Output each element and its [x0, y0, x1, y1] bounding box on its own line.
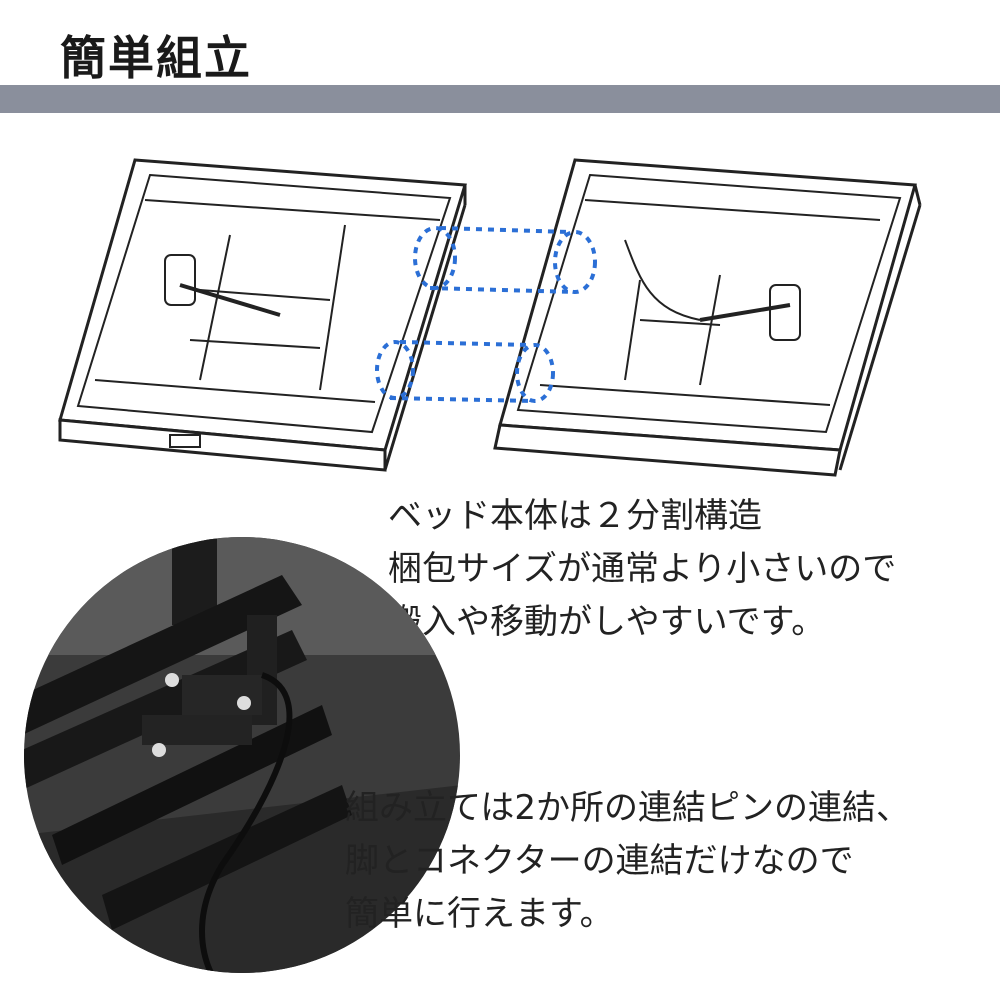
description-line: 脚とコネクターの連結だけなので	[345, 841, 854, 881]
description-line: 梱包サイズが通常より小さいので	[388, 549, 897, 589]
description-line: 簡単に行えます。	[345, 894, 614, 934]
description-line: 組み立ては2か所の連結ピンの連結、	[345, 788, 910, 828]
connector-link-dashes	[375, 226, 597, 403]
bed-frame-right-illustration	[493, 158, 922, 477]
split-structure-description: ベッド本体は２分割構造 梱包サイズが通常より小さいので 搬入や移動がしやすいです…	[388, 490, 988, 649]
bed-frame-left-illustration	[58, 158, 467, 472]
description-line: 搬入や移動がしやすいです。	[388, 602, 826, 642]
page-title: 簡単組立	[60, 31, 252, 85]
connector-closeup-photo	[24, 537, 460, 973]
assembly-description: 組み立ては2か所の連結ピンの連結、 脚とコネクターの連結だけなので 簡単に行えま…	[345, 782, 995, 941]
assembly-diagram	[58, 158, 922, 477]
description-line: ベッド本体は２分割構造	[388, 496, 762, 536]
title-band	[0, 85, 1000, 113]
